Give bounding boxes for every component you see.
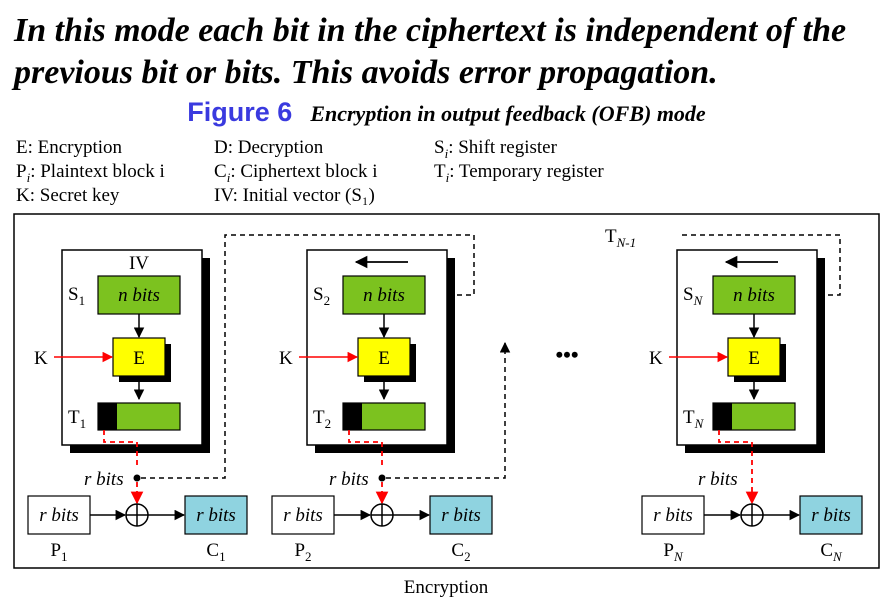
key-label: K [649,348,663,369]
feedback-label: TN-1 [605,226,636,250]
r-bits-path [348,430,383,468]
diagram-label: Encryption [404,577,489,598]
stage-n: TN-1 SN n bits E K TN r bits r bits r bi… [605,226,863,564]
split-dot [378,474,386,482]
plaintext-rbits: r bits [39,505,79,526]
encryption-label: E [748,348,760,369]
headline: In this mode each bit in the ciphertext … [14,12,847,91]
legend-item-plaintext: Pi: Plaintext block i [16,161,165,185]
temp-register-label: T1 [68,407,86,431]
temp-register-label: TN [683,407,705,431]
plaintext-box [27,495,91,535]
nbits-label: n bits [363,285,405,306]
shift-register-box [712,275,796,315]
iv-label: IV [129,253,149,274]
legend-item-secret-key: K: Secret key [16,185,120,206]
feedback-path-2 [386,341,511,479]
ciphertext-box [184,495,248,535]
shift-register-label: SN [683,284,704,308]
shift-register-label: S1 [68,284,85,308]
figure-title: Figure 6 Encryption in output feedback (… [0,97,893,128]
plaintext-box [271,495,335,535]
encryption-label: E [378,348,390,369]
nbits-label: n bits [118,285,160,306]
plaintext-rbits: r bits [653,505,693,526]
ciphertext-label: C2 [451,540,470,564]
legend-item-encryption: E: Encryption [16,137,123,158]
temp-register-r-bits [98,403,117,430]
key-label: K [279,348,293,369]
ciphertext-box [429,495,493,535]
figure-number: Figure 6 [187,97,293,127]
encryption-label: E [133,348,145,369]
shift-register-box [97,275,181,315]
ciphertext-label: C1 [206,540,225,564]
plaintext-label: P2 [294,540,311,564]
temp-register-label: T2 [313,407,331,431]
rbits-label: r bits [84,469,124,490]
diagram-frame [13,213,880,569]
rbits-label: r bits [698,469,738,490]
ciphertext-box [799,495,863,535]
ciphertext-rbits: r bits [441,505,481,526]
temp-register-r-bits [343,403,362,430]
legend-item-ciphertext: Ci: Ciphertext block i [214,161,378,185]
shift-register-box [342,275,426,315]
stage-2: S2 n bits E K T2 r bits r bits r bits P2… [271,249,511,564]
ciphertext-rbits: r bits [811,505,851,526]
legend-item-initial-vector: IV: Initial vector (S₁) [214,185,375,206]
ciphertext-rbits: r bits [196,505,236,526]
plaintext-label: P1 [50,540,67,564]
plaintext-box [641,495,705,535]
stage-1: IV S1 n bits E K T1 r bits r bits r bits… [27,234,475,564]
legend-item-temporary-register: Ti: Temporary register [434,161,604,185]
figure-caption: Encryption in output feedback (OFB) mode [310,101,706,126]
split-dot [133,474,141,482]
temp-register-r-bits [713,403,732,430]
ellipsis: ••• [555,342,578,367]
shift-register-label: S2 [313,284,330,308]
legend-item-decryption: D: Decryption [214,137,324,158]
r-bits-path [103,430,138,468]
nbits-label: n bits [733,285,775,306]
key-label: K [34,348,48,369]
plaintext-label: PN [663,540,684,564]
ciphertext-label: CN [820,540,843,564]
feedback-path-1 [141,234,475,479]
rbits-label: r bits [329,469,369,490]
plaintext-rbits: r bits [283,505,323,526]
legend-item-shift-register: Si: Shift register [434,137,557,161]
r-bits-path [718,430,759,505]
